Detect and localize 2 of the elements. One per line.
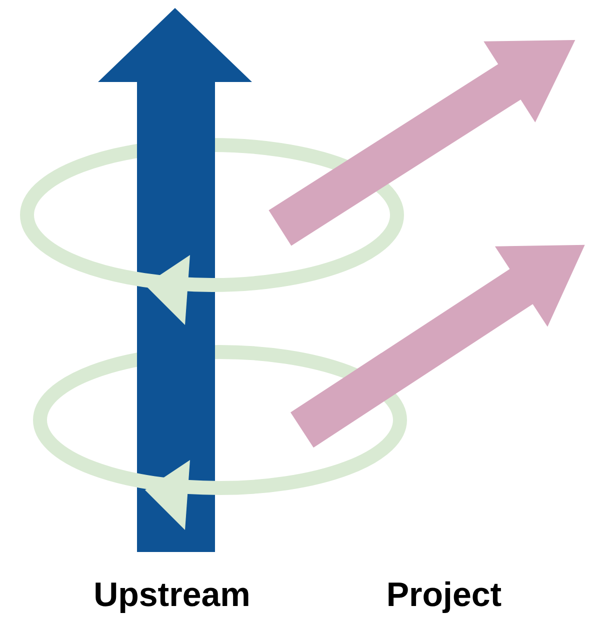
- caption-text: Project: [386, 576, 502, 615]
- caption-text: Upstream: [94, 576, 250, 615]
